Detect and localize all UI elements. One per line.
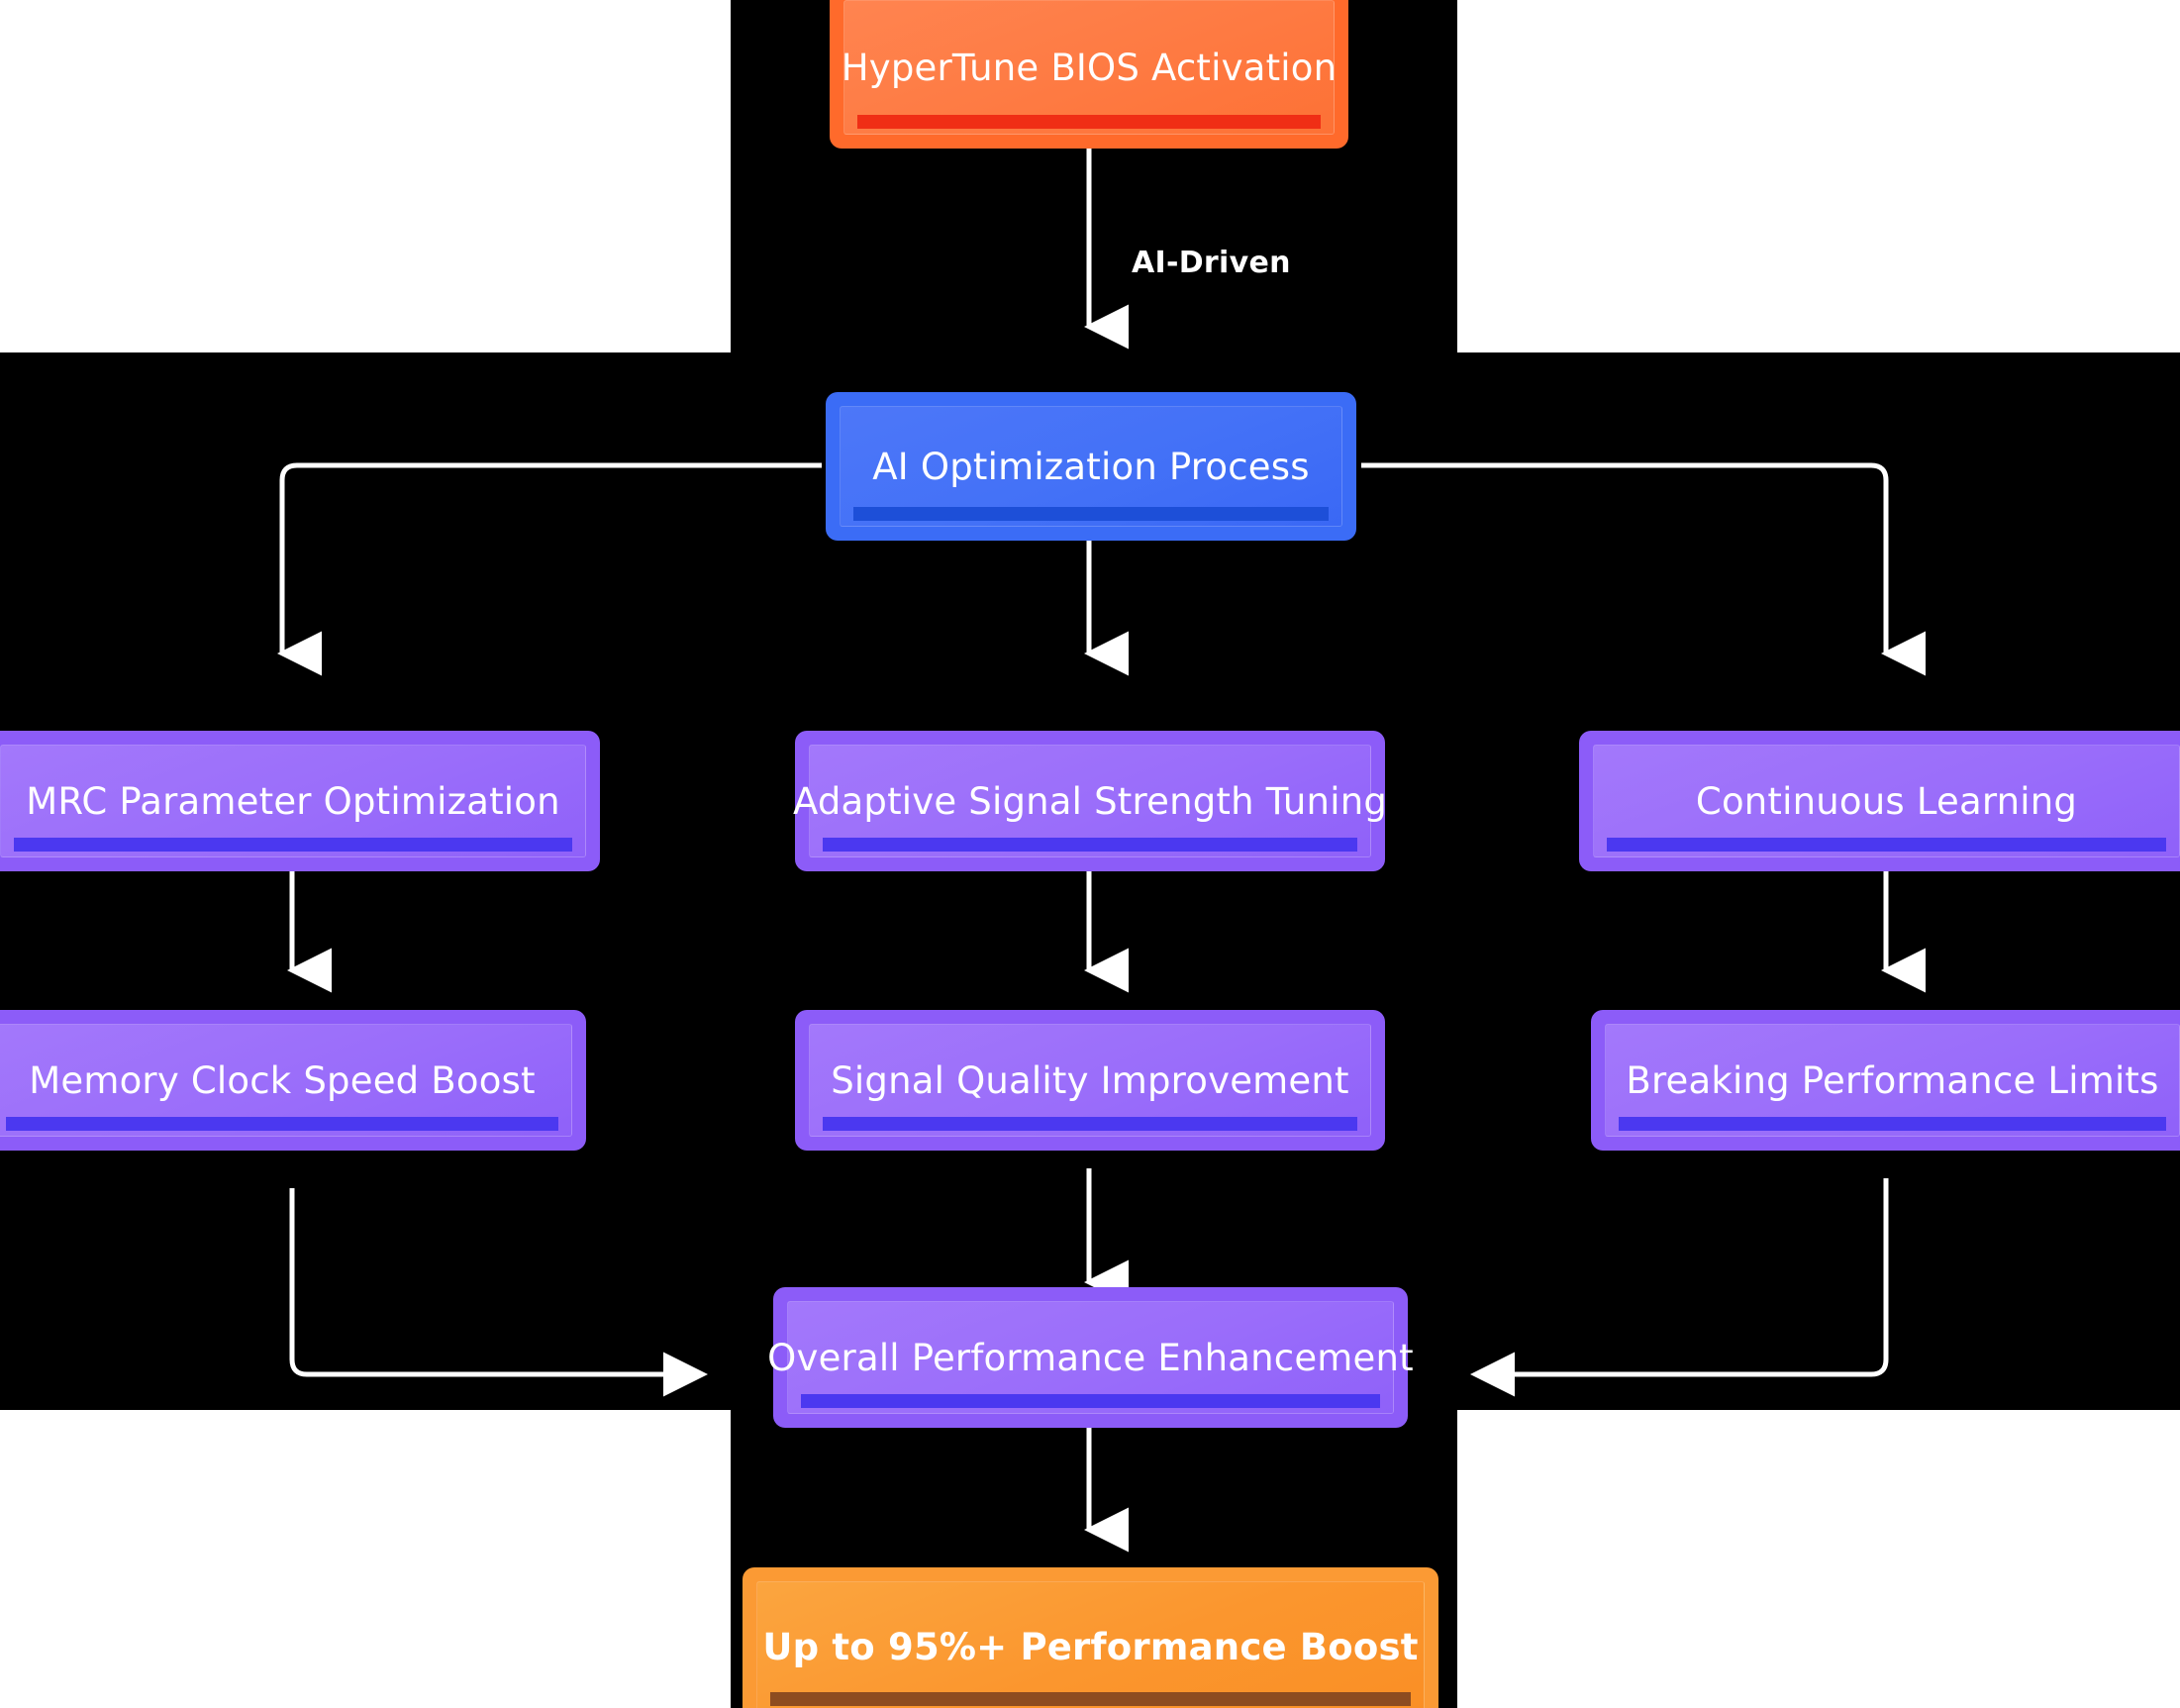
node-label: MRC Parameter Optimization — [26, 779, 560, 823]
node-mrc-parameter-optimization[interactable]: MRC Parameter Optimization — [0, 731, 600, 871]
node-label: Breaking Performance Limits — [1626, 1058, 2159, 1102]
node-label: Overall Performance Enhancement — [767, 1336, 1414, 1379]
node-label: AI Optimization Process — [872, 445, 1310, 488]
node-hypertune-bios-activation[interactable]: HyperTune BIOS Activation — [830, 0, 1348, 149]
node-label: Up to 95%+ Performance Boost — [762, 1625, 1419, 1668]
node-label: Memory Clock Speed Boost — [29, 1058, 536, 1102]
node-performance-boost-result[interactable]: Up to 95%+ Performance Boost — [743, 1567, 1438, 1708]
node-accent-bar — [823, 1117, 1357, 1131]
node-inner-surface — [840, 406, 1342, 527]
node-accent-bar — [14, 838, 572, 852]
node-label: Signal Quality Improvement — [831, 1058, 1349, 1102]
node-accent-bar — [823, 838, 1357, 852]
node-accent-bar — [1607, 838, 2166, 852]
node-label: Continuous Learning — [1695, 779, 2078, 823]
node-accent-bar — [6, 1117, 558, 1131]
node-ai-optimization-process[interactable]: AI Optimization Process — [826, 392, 1356, 541]
node-accent-bar — [1619, 1117, 2166, 1131]
node-memory-clock-speed-boost[interactable]: Memory Clock Speed Boost — [0, 1010, 586, 1151]
node-inner-surface — [843, 0, 1335, 135]
node-label: HyperTune BIOS Activation — [841, 46, 1338, 89]
edge-label-ai-driven: AI-Driven — [1132, 246, 1291, 280]
node-accent-bar — [770, 1692, 1411, 1706]
node-continuous-learning[interactable]: Continuous Learning — [1579, 731, 2180, 871]
node-label: Adaptive Signal Strength Tuning — [792, 779, 1388, 823]
node-signal-quality-improvement[interactable]: Signal Quality Improvement — [795, 1010, 1385, 1151]
node-accent-bar — [853, 507, 1329, 521]
node-adaptive-signal-strength-tuning[interactable]: Adaptive Signal Strength Tuning — [792, 731, 1388, 871]
node-accent-bar — [801, 1394, 1380, 1408]
node-breaking-performance-limits[interactable]: Breaking Performance Limits — [1591, 1010, 2180, 1151]
node-inner-surface — [756, 1581, 1425, 1708]
node-accent-bar — [857, 115, 1321, 129]
node-overall-performance-enhancement[interactable]: Overall Performance Enhancement — [767, 1287, 1414, 1428]
